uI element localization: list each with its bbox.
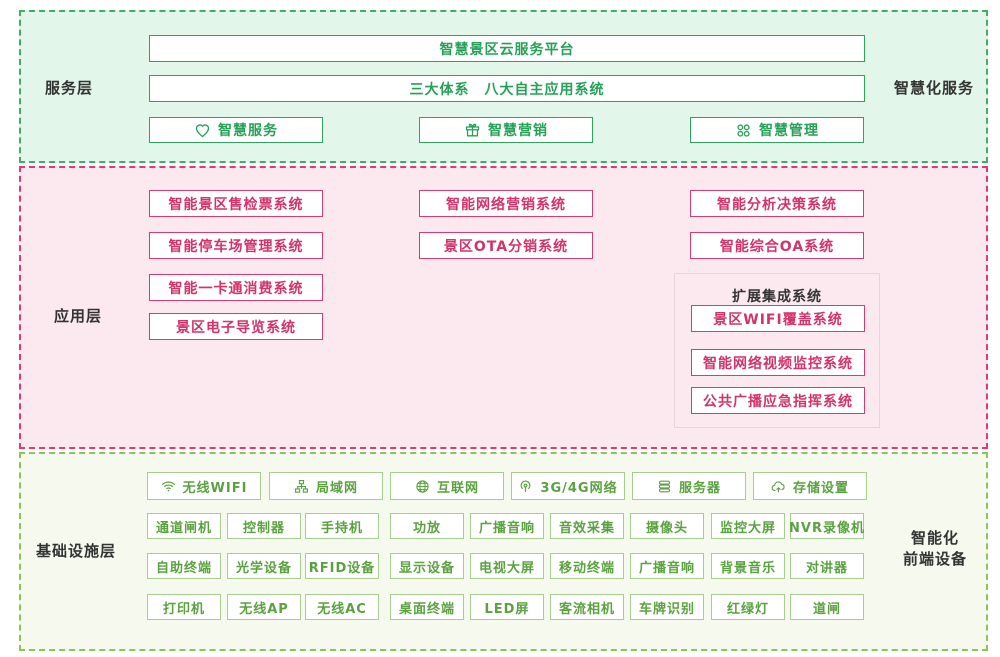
device-box: 道闸 [790, 594, 864, 620]
server-icon [657, 479, 672, 494]
device-box: 控制器 [227, 513, 301, 539]
device-box: 无线AC [305, 594, 379, 620]
device-box: 摄像头 [630, 513, 704, 539]
lan-icon [294, 479, 309, 494]
cloud-platform-box: 智慧景区云服务平台 [149, 35, 865, 62]
service-layer-section: 服务层 智慧化服务 智慧景区云服务平台 三大体系 八大自主应用系统 智慧服务 [19, 10, 988, 163]
gift-icon [464, 122, 481, 139]
device-box: 广播音响 [630, 553, 704, 579]
device-box: 车牌识别 [630, 594, 704, 620]
extension-panel-title: 扩展集成系统 [732, 289, 822, 305]
smart-service-label: 智慧服务 [218, 123, 278, 139]
analysis-decision-system-box: 智能分析决策系统 [690, 190, 864, 217]
infrastructure-right-label-line1: 智能化 [910, 529, 959, 547]
cellular-network-label: 3G/4G网络 [540, 480, 618, 496]
device-box: 光学设备 [227, 553, 301, 579]
wireless-wifi-label: 无线WIFI [182, 480, 248, 496]
eguide-system-box: 景区电子导览系统 [149, 313, 323, 340]
device-box: 功放 [390, 513, 464, 539]
smart-service-button: 智慧服务 [149, 117, 323, 143]
systems-overview-box: 三大体系 八大自主应用系统 [149, 75, 865, 102]
storage-settings-box: 存储设置 [753, 472, 867, 500]
onecard-system-box: 智能一卡通消费系统 [149, 274, 323, 301]
infrastructure-right-label-line2: 前端设备 [902, 550, 967, 568]
device-box: 无线AP [227, 594, 301, 620]
extension-integration-panel: 扩展集成系统 景区WIFI覆盖系统 智能网络视频监控系统 公共广播应急指挥系统 [674, 273, 880, 428]
network-marketing-system-box: 智能网络营销系统 [419, 190, 593, 217]
smart-marketing-button: 智慧营销 [419, 117, 593, 143]
device-box: 红绿灯 [711, 594, 785, 620]
infrastructure-right-label: 智能化 前端设备 [895, 528, 975, 570]
video-surveillance-system-box: 智能网络视频监控系统 [691, 349, 865, 376]
server-label: 服务器 [678, 480, 721, 496]
device-box: 广播音响 [470, 513, 544, 539]
device-box: 移动终端 [550, 553, 624, 579]
heart-icon [194, 122, 211, 139]
internet-label: 互联网 [436, 480, 479, 496]
smart-management-button: 智慧管理 [690, 117, 864, 143]
wifi-coverage-system-box: 景区WIFI覆盖系统 [691, 305, 865, 332]
device-box: 手持机 [305, 513, 379, 539]
device-box: 音效采集 [550, 513, 624, 539]
broadcast-emergency-system-box: 公共广播应急指挥系统 [691, 387, 865, 414]
application-layer-section: 应用层 智能景区售检票系统 智能停车场管理系统 智能一卡通消费系统 景区电子导览… [19, 166, 988, 449]
smart-marketing-label: 智慧营销 [488, 123, 548, 139]
internet-box: 互联网 [390, 472, 504, 500]
device-box: 对讲器 [790, 553, 864, 579]
globe-icon [415, 479, 430, 494]
device-box: 打印机 [147, 594, 221, 620]
signal-icon [518, 479, 533, 494]
device-box: LED屏 [470, 594, 544, 620]
device-box: 自助终端 [147, 553, 221, 579]
wifi-icon [161, 479, 176, 494]
infrastructure-layer-label: 基础设施层 [36, 542, 117, 560]
lan-label: 局域网 [315, 480, 358, 496]
device-box: 监控大屏 [711, 513, 785, 539]
server-box: 服务器 [632, 472, 746, 500]
wireless-wifi-box: 无线WIFI [147, 472, 261, 500]
application-layer-label: 应用层 [53, 307, 102, 325]
parking-system-box: 智能停车场管理系统 [149, 232, 323, 259]
infrastructure-layer-section: 基础设施层 智能化 前端设备 无线WIFI 局域网 [19, 452, 988, 651]
device-box: 桌面终端 [390, 594, 464, 620]
service-layer-right-label: 智慧化服务 [894, 79, 975, 97]
ota-distribution-system-box: 景区OTA分销系统 [419, 232, 593, 259]
oa-system-box: 智能综合OA系统 [690, 232, 864, 259]
device-box: 电视大屏 [470, 553, 544, 579]
grid-circles-icon [735, 122, 752, 139]
lan-box: 局域网 [269, 472, 383, 500]
smart-management-label: 智慧管理 [759, 123, 819, 139]
ticketing-system-box: 智能景区售检票系统 [149, 190, 323, 217]
device-box: 通道闸机 [147, 513, 221, 539]
device-box: RFID设备 [305, 553, 379, 579]
cloud-storage-icon [771, 479, 786, 494]
device-box: 客流相机 [550, 594, 624, 620]
storage-settings-label: 存储设置 [792, 480, 849, 496]
device-box: 背景音乐 [711, 553, 785, 579]
device-box: NVR录像机 [789, 513, 864, 539]
cellular-network-box: 3G/4G网络 [511, 472, 625, 500]
service-layer-label: 服务层 [44, 79, 93, 97]
device-box: 显示设备 [390, 553, 464, 579]
